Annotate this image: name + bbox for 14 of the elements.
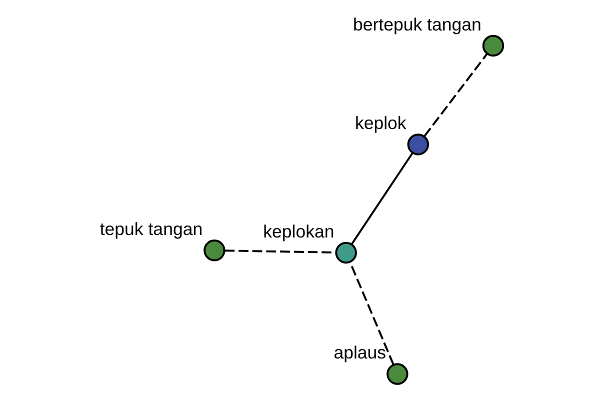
connector: [423, 54, 488, 137]
node-circle: [203, 240, 225, 262]
connector: [350, 152, 413, 245]
node-label: keplokan: [262, 221, 334, 242]
node-circle: [482, 34, 504, 57]
node-circle: [334, 242, 356, 264]
node-label: keplok: [354, 113, 406, 134]
connector: [348, 261, 394, 365]
connector: [224, 250, 336, 254]
node-label: aplaus: [333, 342, 386, 363]
node-label: tepuk tangan: [99, 218, 202, 239]
node-circle: [406, 134, 429, 156]
node-circle: [386, 363, 408, 385]
node-label: bertepuk tangan: [352, 14, 481, 34]
